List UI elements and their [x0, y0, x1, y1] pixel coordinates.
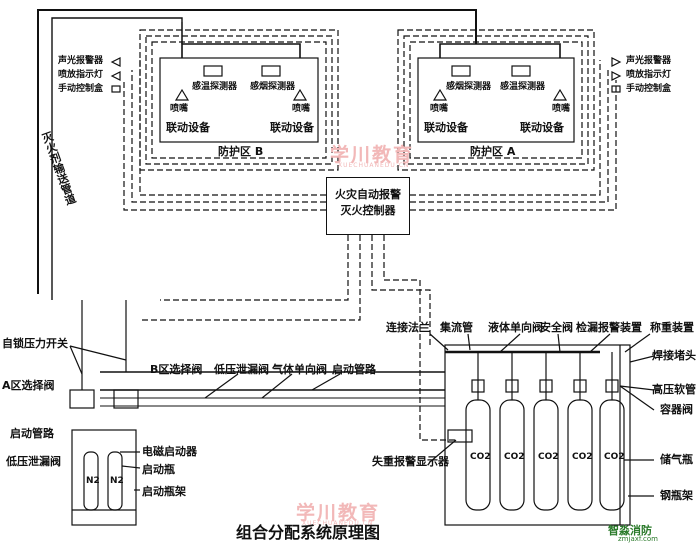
n2-label-1: N2 — [86, 476, 100, 486]
gas-check-label: 气体单向阀 — [272, 363, 327, 376]
rack-label: 钢瓶架 — [660, 489, 693, 502]
container-valve-label: 容器阀 — [660, 403, 693, 416]
zone-a-linkage-right: 联动设备 — [520, 121, 564, 134]
left-manual-label: 手动控制盒 — [58, 84, 104, 94]
zone-a-name: 防护区 A — [470, 145, 516, 158]
zone-a-nozzle-right: 喷嘴 — [552, 104, 571, 114]
low-check-label-mid: 低压泄漏阀 — [214, 363, 269, 376]
start-pipe-label-mid: 启动管路 — [332, 363, 376, 376]
a-zone-valve-label: A区选择阀 — [2, 379, 55, 392]
watermark-text-2: 学川教育 — [296, 502, 381, 524]
right-indicator-label: 喷放指示灯 — [626, 70, 672, 80]
cylinder-label-5: CO2 — [604, 452, 625, 462]
zone-b-linkage-right: 联动设备 — [270, 121, 314, 134]
cylinder-label-2: CO2 — [504, 452, 525, 462]
brand-url: zmjaxf.com — [618, 535, 659, 543]
low-check-label-left: 低压泄漏阀 — [6, 455, 61, 468]
loss-display-label: 失重报警显示器 — [372, 455, 449, 468]
diagram-title: 组合分配系统原理图 — [236, 523, 381, 542]
brand-name: 智淼消防 — [608, 524, 652, 537]
fire-alarm-controller: 火灾自动报警 灭火控制器 — [326, 177, 410, 235]
leak-alarm-label: 检漏报警装置 — [576, 321, 642, 334]
start-rack-label: 启动瓶架 — [142, 485, 186, 498]
zone-a-temp-detector: 感温探测器 — [500, 82, 546, 92]
watermark-sub: XUECHUANEDU.CN — [338, 162, 410, 169]
zone-b-linkage-left: 联动设备 — [166, 121, 210, 134]
zone-a-linkage-left: 联动设备 — [424, 121, 468, 134]
liquid-check-label: 液体单向阀 — [488, 321, 543, 334]
start-bottle-label: 启动瓶 — [142, 463, 175, 476]
zone-b-name: 防护区 B — [218, 145, 264, 158]
self-lock-switch-label: 自锁压力开关 — [2, 337, 68, 350]
right-manual-label: 手动控制盒 — [626, 84, 672, 94]
cylinder-label-4: CO2 — [572, 452, 593, 462]
b-zone-valve-label: B区选择阀 — [150, 363, 203, 376]
flange-label: 连接法兰 — [386, 321, 430, 334]
hose-label: 高压软管 — [652, 383, 696, 396]
left-indicator-label: 喷放指示灯 — [58, 70, 104, 80]
right-alarm-label: 声光报警器 — [626, 56, 672, 66]
zone-a-smoke-detector: 感烟探测器 — [446, 82, 492, 92]
weigh-label: 称重装置 — [650, 321, 694, 334]
n2-label-2: N2 — [110, 476, 124, 486]
start-pipe-label-left: 启动管路 — [10, 427, 54, 440]
manifold-label: 集流管 — [440, 321, 473, 334]
watermark-text: 学川教育 — [330, 144, 415, 166]
controller-line1: 火灾自动报警 — [335, 188, 401, 201]
safety-valve-label: 安全阀 — [540, 321, 573, 334]
watermark-sub-2: XUECHUANEDU.CN — [302, 520, 374, 527]
zone-b-nozzle-right: 喷嘴 — [292, 104, 311, 114]
cylinder-label-3: CO2 — [538, 452, 559, 462]
left-alarm-label: 声光报警器 — [58, 56, 104, 66]
storage-label: 储气瓶 — [660, 453, 693, 466]
weld-label: 焊接堵头 — [652, 349, 696, 362]
solenoid-label: 电磁启动器 — [142, 445, 197, 458]
controller-line2: 灭火控制器 — [340, 204, 396, 217]
zone-a-nozzle-left: 喷嘴 — [430, 104, 449, 114]
cylinder-label-1: CO2 — [470, 452, 491, 462]
zone-b-temp-detector: 感温探测器 — [192, 82, 238, 92]
zone-b-smoke-detector: 感烟探测器 — [250, 82, 296, 92]
zone-b-nozzle-left: 喷嘴 — [170, 104, 189, 114]
